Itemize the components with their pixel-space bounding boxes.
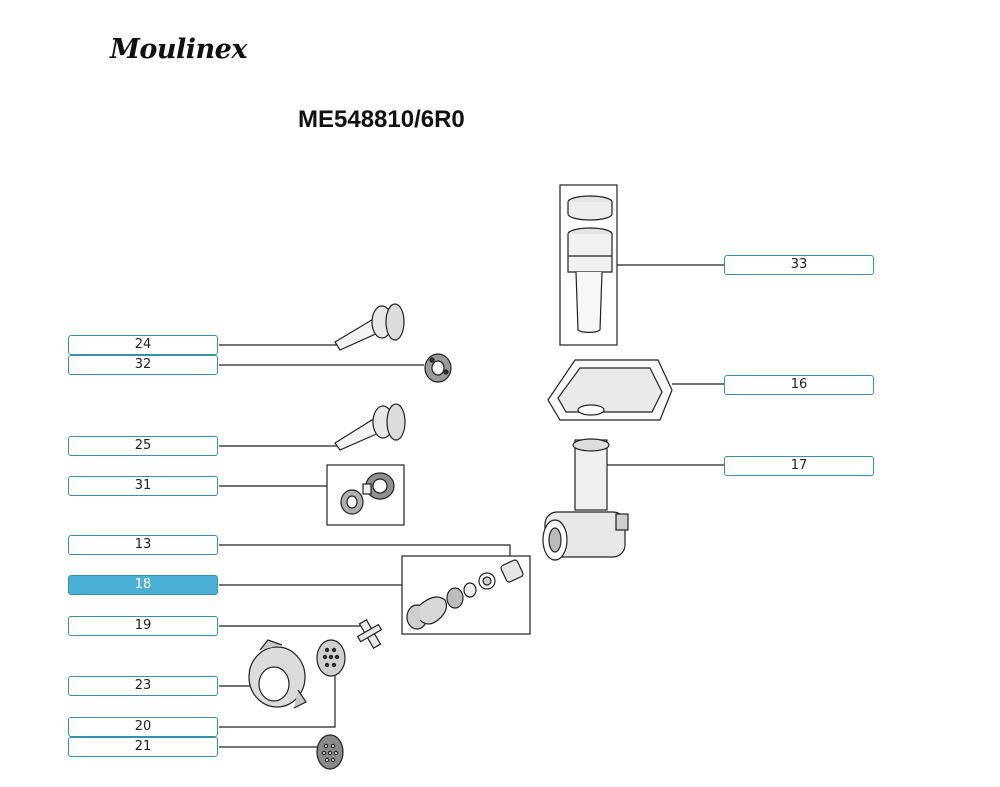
part-label-21[interactable]: 21: [68, 737, 218, 757]
part-18-screw-assembly: [401, 555, 531, 635]
part-19-blade: [356, 619, 383, 649]
page-title: ME548810/6R0: [298, 106, 465, 133]
part-32-ring: [424, 353, 452, 383]
part-20-disc: [316, 639, 346, 677]
part-31-kebbe-set: [326, 464, 405, 526]
part-23-ring-nut: [248, 639, 307, 709]
part-label-31[interactable]: 31: [68, 476, 218, 496]
part-label-24[interactable]: 24: [68, 335, 218, 355]
leader-line-20: [219, 676, 336, 728]
part-label-18[interactable]: 18: [68, 575, 218, 595]
part-label-32[interactable]: 32: [68, 355, 218, 375]
brand-logo: Moulinex: [110, 34, 247, 65]
part-24-sausage-funnel: [334, 303, 405, 351]
part-33-pusher: [559, 184, 618, 346]
part-label-17[interactable]: 17: [724, 456, 874, 476]
part-label-33[interactable]: 33: [724, 255, 874, 275]
part-label-16[interactable]: 16: [724, 375, 874, 395]
leader-line-13: [219, 544, 511, 560]
part-label-25[interactable]: 25: [68, 436, 218, 456]
part-25-kebbe-funnel: [334, 403, 406, 451]
part-label-23[interactable]: 23: [68, 676, 218, 696]
part-21-disc: [316, 734, 344, 770]
part-17-grinder-body: [542, 438, 629, 561]
part-16-tray: [547, 359, 673, 421]
part-label-19[interactable]: 19: [68, 616, 218, 636]
part-label-20[interactable]: 20: [68, 717, 218, 737]
part-label-13[interactable]: 13: [68, 535, 218, 555]
